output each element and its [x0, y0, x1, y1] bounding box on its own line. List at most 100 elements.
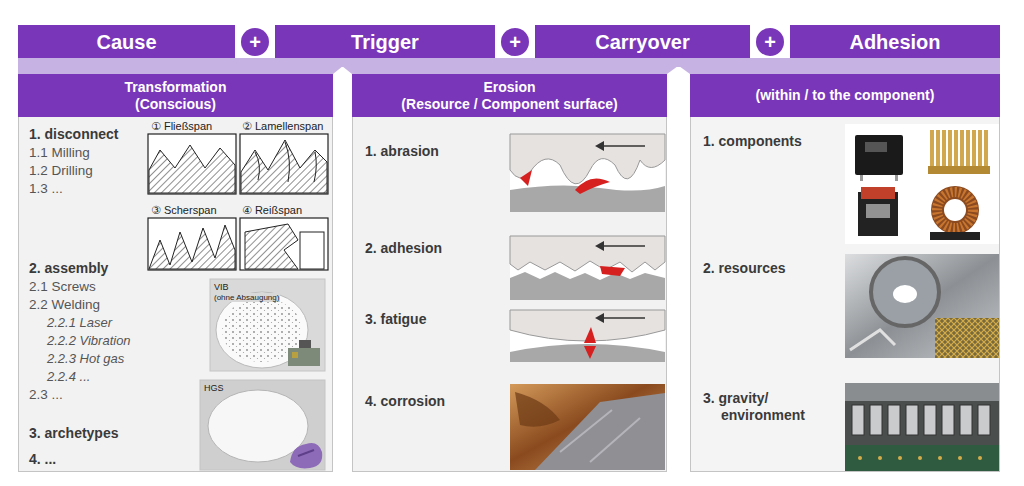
list-item: 2. adhesion — [365, 240, 442, 257]
corrosion-photo — [515, 392, 560, 427]
components-photo — [866, 204, 890, 218]
list-item: 1. abrasion — [365, 143, 439, 160]
chip-type-sketch — [149, 225, 235, 269]
abrasion-sketch — [510, 134, 665, 184]
vib-photo — [292, 352, 298, 358]
abrasion-sketch — [510, 134, 665, 212]
connector-band — [18, 58, 1000, 74]
panel-heading: (within / to the component) — [756, 87, 935, 104]
fatigue-sketch — [584, 327, 596, 343]
category-panel: Erosion (Resource / Component surface) 1.… — [352, 74, 667, 472]
banner-title: Carryover — [595, 30, 690, 54]
components-photo — [948, 130, 952, 170]
image-caption: ③ Scherspan — [150, 204, 218, 217]
adhesion-sketch — [510, 272, 665, 300]
panel-ground — [352, 116, 667, 472]
plus-symbol: + — [764, 32, 776, 52]
components-photo — [937, 192, 973, 228]
abrasion-sketch — [595, 141, 604, 151]
components-photo — [930, 232, 980, 240]
chip-type-sketch — [255, 142, 316, 182]
banner-title: Trigger — [351, 30, 419, 54]
pcb-photo — [942, 405, 954, 435]
adhesion-sketch — [602, 245, 645, 247]
connector-band — [352, 66, 667, 74]
hgs-photo — [200, 380, 325, 470]
components-photo — [966, 130, 970, 170]
fatigue-sketch — [510, 344, 665, 362]
chip-type-sketch — [241, 140, 327, 193]
hgs-photo — [200, 380, 325, 470]
list-item: 4. ... — [29, 451, 56, 468]
stage-banner: Cause — [18, 25, 235, 58]
list-item: 2.3 ... — [29, 386, 63, 403]
list-item: 2.2.3 Hot gas — [47, 350, 124, 367]
image-caption: ① Fließspan — [150, 120, 213, 133]
list-item: 1. components — [703, 133, 802, 150]
list-item: 2.2.1 Laser — [47, 314, 112, 331]
panel-header: Erosion (Resource / Component surface) — [352, 74, 667, 117]
pcb-photo — [906, 405, 918, 435]
stage-banner: Adhesion — [790, 25, 1000, 58]
list-item: 1.2 Drilling — [29, 162, 93, 179]
resources-photo — [935, 318, 1000, 358]
components-photo — [960, 130, 964, 170]
list-item: 2.2 Welding — [29, 296, 100, 313]
stage-banner: Carryover — [535, 25, 750, 58]
resources-photo — [845, 254, 1000, 358]
connector-band — [667, 66, 678, 74]
vib-photo — [210, 279, 325, 371]
panel-header: Transformation (Conscious) — [18, 74, 333, 117]
components-photo — [855, 135, 903, 175]
corrosion-photo — [560, 410, 640, 462]
connector-band — [690, 66, 1000, 74]
list-item: 2.2.2 Vibration — [47, 332, 131, 349]
vib-photo — [288, 348, 320, 366]
hgs-photo — [298, 450, 314, 456]
pcb-photo — [845, 383, 1000, 472]
components-photo — [942, 130, 946, 170]
stage-banner: Trigger — [275, 25, 495, 58]
abrasion-sketch — [575, 178, 610, 194]
image-caption: ② Lamellenspan — [241, 120, 324, 133]
list-item: 2.2.4 ... — [47, 368, 90, 385]
banner-title: Cause — [96, 30, 156, 54]
list-item: 4. corrosion — [365, 393, 445, 410]
vib-photo — [210, 279, 325, 371]
pcb-photo — [978, 405, 990, 435]
resources-photo — [850, 330, 895, 350]
panel-ground — [690, 116, 1000, 472]
pcb-photo — [845, 383, 1000, 472]
components-photo — [845, 124, 1000, 244]
adhesion-sketch — [510, 236, 665, 300]
fatigue-sketch — [510, 310, 665, 362]
resources-photo — [845, 254, 1000, 358]
abrasion-sketch — [510, 134, 665, 212]
pcb-photo — [978, 456, 982, 460]
chip-type-sketch — [149, 145, 235, 193]
list-item: 1.1 Milling — [29, 144, 90, 161]
components-photo — [865, 142, 887, 152]
panel-heading: Transformation (Conscious) — [125, 79, 227, 113]
resources-photo — [893, 285, 917, 303]
corrosion-photo — [510, 384, 665, 470]
connector-band — [679, 66, 690, 74]
chip-type-sketch — [300, 232, 324, 269]
pcb-photo — [845, 445, 1000, 472]
components-photo — [984, 130, 988, 170]
list-item: 3. gravity/ environment — [703, 390, 805, 424]
panel-header: (within / to the component) — [690, 74, 1000, 117]
list-item: 3. archetypes — [29, 425, 119, 442]
adhesion-sketch — [510, 236, 665, 272]
adhesion-sketch — [600, 266, 625, 276]
panel-heading: Erosion (Resource / Component surface) — [401, 79, 617, 113]
list-item: 2.1 Screws — [29, 278, 96, 295]
pcb-photo — [870, 405, 882, 435]
pcb-photo — [960, 405, 972, 435]
list-item: 2. resources — [703, 260, 786, 277]
panel-ground — [18, 116, 1000, 472]
corrosion-photo — [510, 384, 665, 470]
components-photo — [845, 124, 1000, 244]
list-item: 1.3 ... — [29, 180, 63, 197]
